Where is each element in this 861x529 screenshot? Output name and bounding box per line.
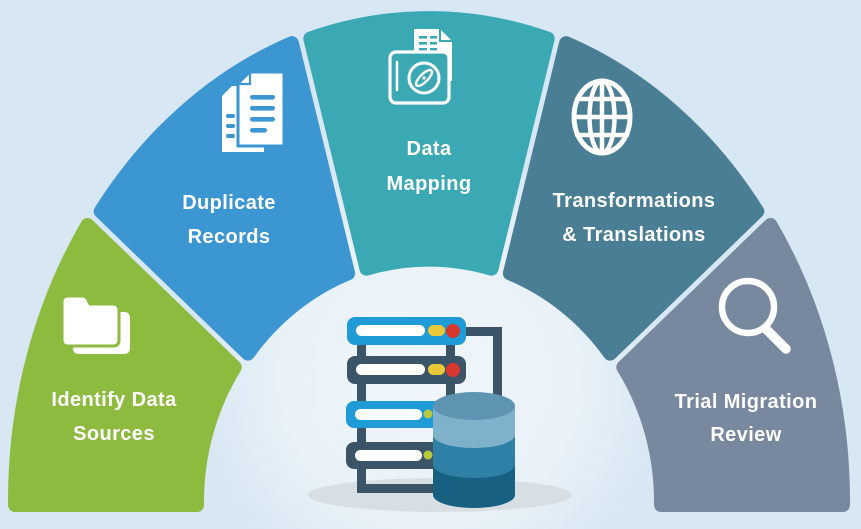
segment-identify-data-sources: Identify Data Sources bbox=[7, 218, 242, 512]
segment-transformations-translations: Transformations & Translations bbox=[502, 36, 765, 361]
server-database-illustration bbox=[308, 317, 572, 512]
segment-duplicate-records: Duplicate Records bbox=[93, 36, 356, 361]
database-cylinder bbox=[433, 392, 515, 508]
folder-icon bbox=[60, 294, 130, 354]
segment-label-line: Sources bbox=[73, 423, 155, 445]
search-icon bbox=[718, 277, 791, 354]
db-top-ellipse bbox=[433, 392, 515, 420]
segment-label-line: & Translations bbox=[562, 224, 705, 246]
segment-label-line: Trial Migration bbox=[675, 391, 818, 413]
server-slot bbox=[356, 364, 425, 375]
segment-data-mapping: Data Mapping bbox=[303, 11, 555, 276]
segment-label-line: Mapping bbox=[386, 173, 471, 195]
document-front bbox=[235, 69, 286, 148]
segment-arc bbox=[303, 11, 555, 276]
compass-ring bbox=[407, 61, 441, 95]
rack-base-frame bbox=[357, 484, 454, 493]
server-bar-2 bbox=[347, 356, 466, 384]
segment-arc bbox=[93, 36, 356, 361]
segment-label-line: Review bbox=[710, 424, 781, 446]
segment-label-line: Transformations bbox=[553, 190, 716, 212]
server-slot bbox=[356, 325, 425, 336]
status-dot bbox=[423, 409, 433, 419]
segment-label-line: Duplicate bbox=[182, 192, 276, 214]
documents-icon bbox=[222, 69, 286, 152]
rack-connector-top bbox=[462, 327, 502, 336]
compass-center-dot bbox=[422, 76, 426, 80]
led-red bbox=[446, 324, 460, 338]
segment-label-line: Data bbox=[407, 138, 452, 160]
server-slot bbox=[355, 450, 422, 461]
segment-trial-migration-review: Trial Migration Review bbox=[616, 218, 851, 512]
led-yellow bbox=[428, 325, 445, 336]
led-red bbox=[446, 363, 460, 377]
map-compass-icon bbox=[388, 29, 452, 105]
segment-label-line: Records bbox=[188, 226, 271, 248]
globe-icon bbox=[571, 78, 633, 156]
server-bar-1 bbox=[347, 317, 466, 345]
segment-arc bbox=[616, 218, 851, 512]
server-slot bbox=[355, 409, 422, 420]
folder-front bbox=[60, 294, 121, 348]
status-dot bbox=[423, 450, 433, 460]
rack-connector-side bbox=[493, 327, 502, 412]
led-yellow bbox=[428, 364, 445, 375]
segment-label-line: Identify Data bbox=[51, 389, 177, 411]
